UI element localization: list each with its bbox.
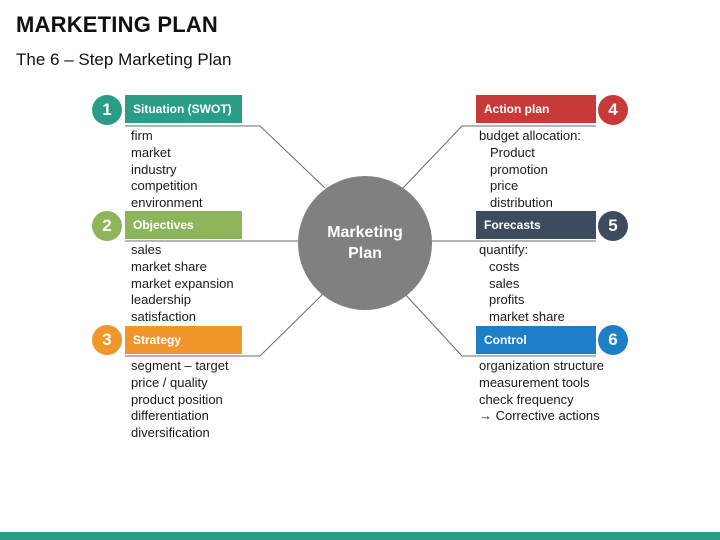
list-item: market share: [131, 258, 207, 274]
step-2-items: sales market share market expansion lead…: [131, 242, 234, 326]
step-1-label: Situation (SWOT): [125, 95, 242, 123]
list-item: leadership: [131, 292, 191, 308]
page-subtitle: The 6 – Step Marketing Plan: [16, 50, 232, 69]
connector-step-3: [125, 291, 326, 357]
list-item: sales: [489, 275, 520, 291]
connector-step-4: [402, 125, 596, 189]
list-item: market expansion: [131, 275, 234, 291]
list-item: differentiation: [131, 408, 209, 424]
step-3-items: segment – target price / quality product…: [131, 358, 229, 442]
step-5-items: quantify: costs sales profits market sha…: [479, 242, 565, 326]
step-4-number-badge: 4: [598, 95, 628, 125]
list-item: industry: [131, 161, 177, 177]
list-item: segment – target: [131, 358, 229, 373]
list-item: firm: [131, 128, 153, 143]
list-item: Product: [490, 144, 535, 160]
list-item: market: [131, 144, 171, 160]
list-item: budget allocation:: [479, 128, 581, 143]
list-item: price: [490, 178, 519, 194]
step-1-number-badge: 1: [92, 95, 122, 125]
center-circle: Marketing Plan: [298, 176, 432, 310]
page-title: MARKETING PLAN: [16, 12, 219, 37]
step-2-label: Objectives: [125, 211, 242, 239]
list-item: promotion: [490, 161, 548, 177]
list-item: market share: [489, 309, 565, 325]
list-item: sales: [131, 242, 162, 257]
list-item: product position: [131, 391, 223, 407]
list-item: quantify:: [479, 242, 529, 257]
list-item: profits: [489, 292, 525, 308]
list-item: distribution: [490, 195, 553, 211]
step-5-label: Forecasts: [476, 211, 596, 239]
step-5-number-badge: 5: [598, 211, 628, 241]
connector-step-6: [402, 291, 596, 357]
step-4-label: Action plan: [476, 95, 596, 123]
connector-step-1: [125, 125, 326, 189]
center-label-line1: Marketing: [327, 224, 403, 241]
list-item: satisfaction: [131, 309, 197, 325]
step-3-label: Strategy: [125, 326, 242, 354]
list-item: → Corrective actions: [479, 408, 600, 424]
step-4-items: budget allocation: Product promotion pri…: [479, 128, 581, 212]
list-item: environment: [131, 195, 203, 211]
step-1-items: firm market industry competition environ…: [131, 128, 203, 212]
list-item: measurement tools: [479, 374, 590, 390]
step-6-items: organization structure measurement tools…: [479, 358, 604, 425]
step-3-number-badge: 3: [92, 325, 122, 355]
step-6-label: Control: [476, 326, 596, 354]
list-item: diversification: [131, 425, 210, 441]
center-label-line2: Plan: [348, 245, 382, 262]
list-item: organization structure: [479, 358, 605, 373]
list-item: costs: [489, 258, 520, 274]
footer-bar: [0, 532, 720, 540]
step-6-number-badge: 6: [598, 325, 628, 355]
list-item: check frequency: [479, 391, 574, 407]
list-item: price / quality: [131, 374, 208, 390]
list-item: competition: [131, 178, 198, 194]
step-2-number-badge: 2: [92, 211, 122, 241]
